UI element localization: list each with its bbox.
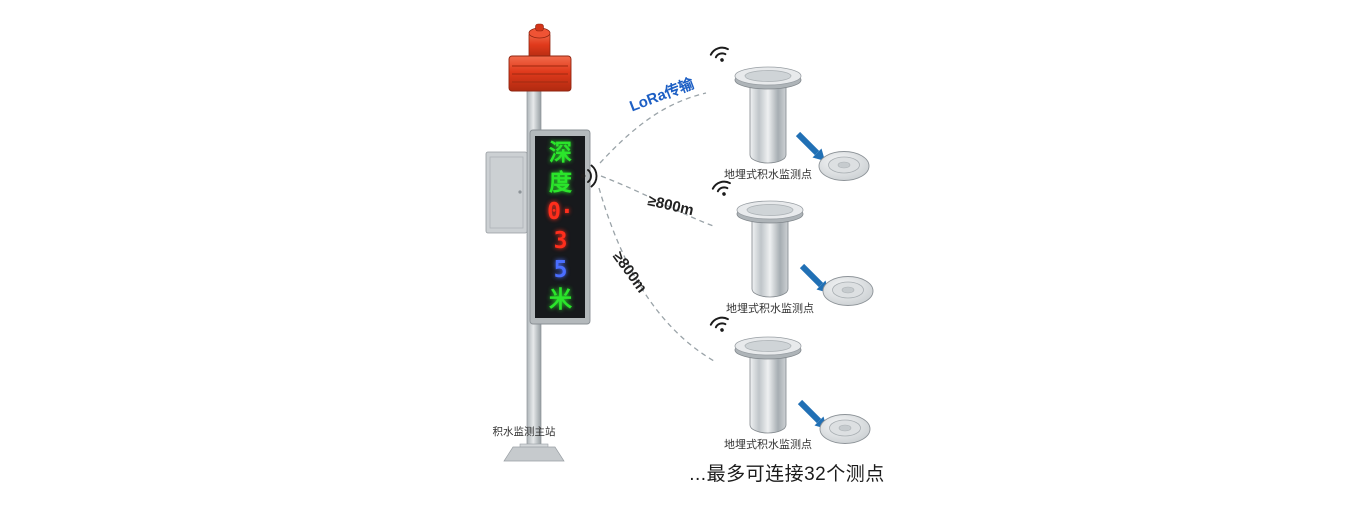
- led-row: 米: [549, 286, 572, 313]
- surface-disc-3: [819, 414, 871, 444]
- led-row: 0·: [547, 198, 574, 225]
- led-row: 3: [553, 228, 568, 255]
- link-curve-2: [600, 175, 717, 228]
- led-display-readout: 深 度 0· 3 5 米: [535, 136, 585, 318]
- wifi-icon: [709, 316, 729, 332]
- buried-sensor-2: [736, 200, 804, 298]
- buried-sensor-3: [734, 336, 802, 434]
- alarm-beacon-icon: [508, 23, 572, 92]
- led-row: 度: [549, 169, 572, 196]
- sensor-label-1: 地埋式积水监测点: [724, 169, 812, 181]
- footer-note: ...最多可连接32个测点: [689, 464, 885, 485]
- station-signal-icon: [580, 164, 598, 188]
- control-cabinet: [485, 151, 528, 234]
- led-row: 5: [553, 257, 568, 284]
- station-label: 积水监测主站: [492, 426, 556, 438]
- link-curve-3: [598, 187, 715, 362]
- surface-disc-2: [822, 276, 874, 306]
- link-curves: [598, 92, 717, 362]
- wifi-icon: [711, 180, 731, 196]
- arrow-icon-1: [795, 131, 825, 161]
- sensor-label-3: 地埋式积水监测点: [724, 439, 812, 451]
- buried-sensor-1: [734, 66, 802, 164]
- surface-disc-1: [818, 151, 870, 181]
- sensor-label-2: 地埋式积水监测点: [726, 303, 814, 315]
- led-display-frame: [529, 129, 591, 325]
- led-row: 深: [549, 140, 572, 167]
- wifi-icon: [709, 46, 729, 62]
